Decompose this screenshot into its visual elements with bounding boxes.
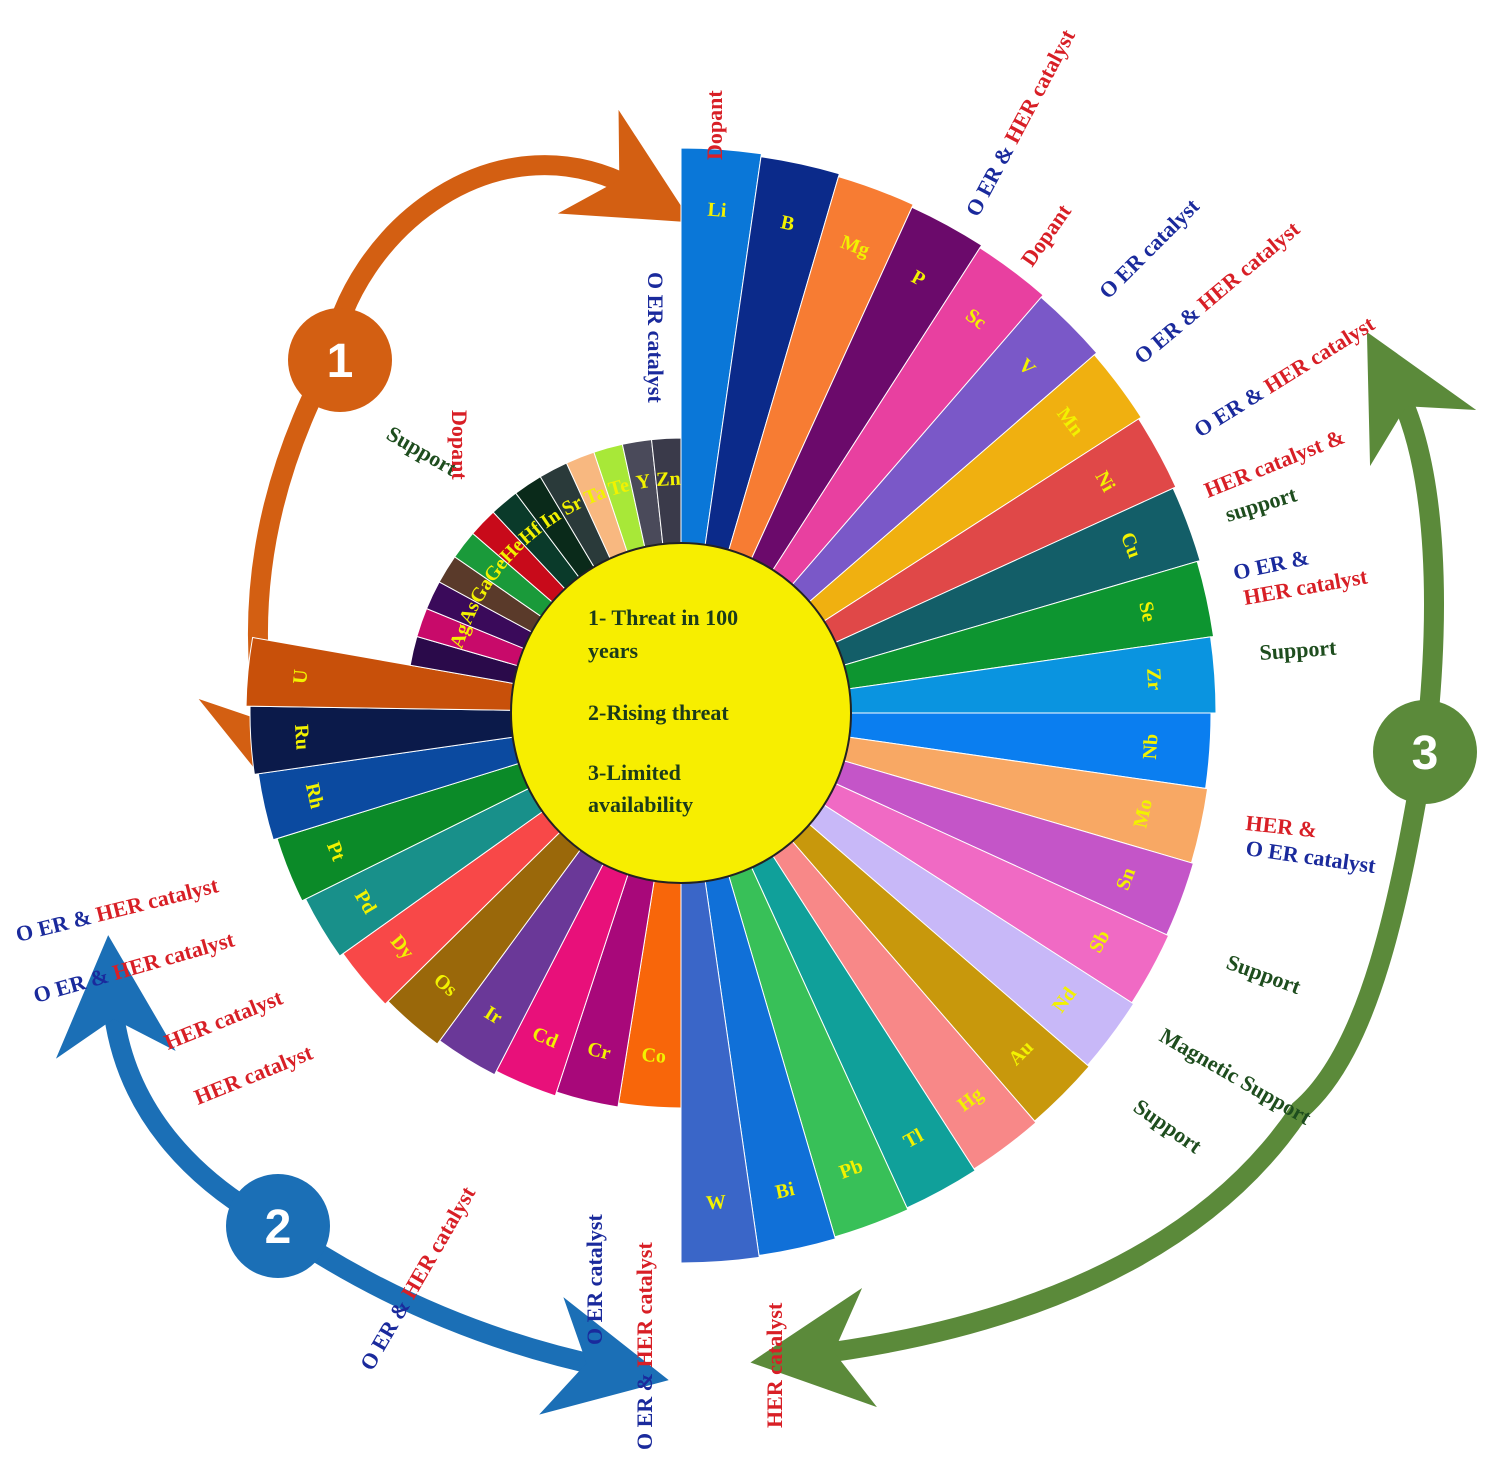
badge-1-circle (288, 308, 392, 412)
role-label: O ER & HER catalyst (30, 926, 237, 1007)
role-label: Support (1259, 635, 1338, 665)
outer-label-b: B (779, 211, 797, 235)
role-label-part: Support (1129, 1094, 1207, 1159)
role-label-part: HER catalyst (1192, 216, 1305, 316)
role-label-part: HER catalyst (191, 1039, 317, 1109)
role-label-part: Dopant (702, 90, 727, 160)
role-label-part: Support (1223, 949, 1305, 999)
role-label-part: HER catalyst (396, 1181, 481, 1303)
role-label-part: Dopant (1016, 199, 1077, 271)
role-label-part: Support (1259, 635, 1338, 665)
role-label-part: HER catalyst (161, 984, 287, 1054)
inner-label-y: Y (635, 470, 653, 494)
role-label: HER catalyst (762, 1302, 787, 1428)
role-label-part: HER catalyst (762, 1302, 787, 1428)
role-label-part: HER catalyst (1259, 311, 1379, 399)
outer-label-li: Li (707, 199, 728, 222)
role-label: Dopant (702, 90, 727, 160)
role-label-part: Dopant (447, 410, 472, 480)
role-label: HER catalyst (161, 984, 287, 1054)
role-label: O ER catalyst (582, 1214, 607, 1345)
role-label: Support (1223, 949, 1305, 999)
legend-line-3a: 3-Limited (588, 760, 681, 785)
role-label-part: O ER catalyst (582, 1214, 607, 1345)
role-label: O ER & HER catalyst (632, 1242, 657, 1450)
badge-3-label: 3 (1412, 727, 1439, 780)
element-wheel: LiBMgPScVMnNiCuSeZrNbMoSnSbNdAuHgTlPbBiW… (245, 147, 1217, 1264)
lower-label-cr: Cr (585, 1038, 613, 1065)
role-label-part: HER catalyst (632, 1242, 657, 1368)
role-label: Support (1129, 1094, 1207, 1159)
role-label: Dopant (1016, 199, 1077, 271)
legend-line-1a: 1- Threat in 100 (588, 605, 738, 630)
role-label: Dopant (447, 410, 472, 480)
role-label-part: HER catalyst (93, 872, 221, 927)
outer-label-bi: Bi (773, 1178, 797, 1204)
legend-line-3b: availability (588, 792, 693, 817)
badge-3-circle (1373, 700, 1477, 804)
role-label: O ER & HER catalyst (13, 872, 221, 947)
badge-1-label: 1 (327, 335, 354, 388)
outer-label-zr: Zr (1142, 667, 1166, 691)
legend-line-2: 2-Rising threat (588, 700, 729, 725)
legend-line-1b: years (588, 638, 639, 663)
group3-arrow (750, 331, 1477, 1408)
center-legend-disc (510, 542, 852, 884)
inner-label-zn: Zn (656, 468, 682, 491)
role-label-part: O ER catalyst (643, 272, 668, 403)
outer-label-nb: Nb (1139, 733, 1163, 760)
role-label-part: O ER & (13, 903, 99, 947)
badge-2-circle (226, 1174, 330, 1278)
role-label-part: Magnetic Support (1156, 1023, 1317, 1130)
outer-label-w: W (705, 1191, 727, 1214)
role-label-part: O ER & (355, 1291, 418, 1375)
outer-label-se: Se (1134, 599, 1160, 623)
role-label-part: HER catalyst (999, 25, 1080, 148)
lower-label-ru: Ru (290, 724, 314, 751)
lower-label-co: Co (641, 1044, 667, 1068)
lower-label-u: U (289, 668, 312, 684)
role-label: O ER & HER catalyst (1189, 311, 1379, 443)
role-label: O ER catalyst (1094, 193, 1205, 304)
role-label-part: O ER & (632, 1368, 657, 1451)
role-label-part: HER catalyst (110, 926, 238, 985)
badge-2-label: 2 (265, 1201, 292, 1254)
role-label-part: O ER & (960, 136, 1021, 221)
role-label: Magnetic Support (1156, 1023, 1317, 1130)
role-label-part: O ER & (1189, 377, 1272, 442)
role-label: O ER & HER catalyst (960, 25, 1080, 221)
role-label: O ER catalyst (643, 272, 668, 403)
role-label-part: O ER catalyst (1094, 193, 1205, 304)
role-label: HER catalyst (191, 1039, 317, 1109)
lower-label-rh: Rh (301, 781, 328, 811)
role-label-part: O ER & (1129, 297, 1208, 369)
